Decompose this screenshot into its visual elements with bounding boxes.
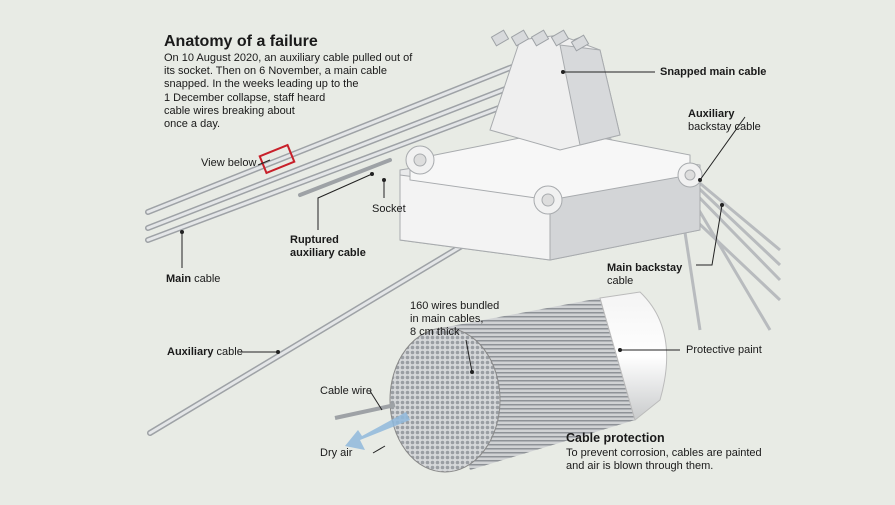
- label-rest: cable: [607, 275, 634, 287]
- intro-line: snapped. In the weeks leading up to the: [164, 78, 359, 91]
- intro-text: On 10 August 2020, an auxiliary cable pu…: [164, 52, 414, 131]
- intro-line: once a day.: [164, 118, 221, 131]
- page-title: Anatomy of a failure: [164, 33, 318, 50]
- leader-dots: [180, 70, 724, 374]
- label-line: Ruptured: [290, 234, 339, 246]
- view-below-box: [258, 143, 296, 175]
- label-bold: Main backstay: [607, 262, 683, 274]
- label-socket: Socket: [372, 203, 406, 215]
- label-protective-paint: Protective paint: [686, 344, 762, 356]
- label-line: auxiliary cable: [290, 247, 366, 259]
- dry-air-arrow: [345, 412, 410, 450]
- label-line: 160 wires bundled: [410, 300, 500, 312]
- label-line: 8 cm thick: [410, 326, 460, 338]
- label-rest: cable: [191, 273, 221, 285]
- protection-heading: Cable protection: [566, 431, 665, 445]
- intro-line: 1 December collapse, staff heard: [164, 91, 326, 104]
- label-bold: Auxiliary: [167, 346, 214, 358]
- label-auxiliary-cable: Auxiliary cable: [167, 346, 243, 359]
- label-snapped-main-cable: Snapped main cable: [660, 66, 767, 78]
- protection-text: To prevent corrosion, cables are painted…: [566, 447, 762, 473]
- cable-cross-section: [334, 291, 668, 473]
- cable-sockets: [490, 29, 590, 52]
- label-bold: Main: [166, 273, 192, 285]
- leader-lines: [181, 71, 746, 454]
- label-dry-air: Dry air: [320, 447, 353, 459]
- protection-line: and air is blown through them.: [566, 460, 714, 472]
- label-main-cable: Main cable: [166, 273, 220, 286]
- label-line: in main cables,: [410, 313, 484, 325]
- label-view-below: View below: [201, 157, 257, 169]
- label-bold: Auxiliary: [688, 108, 735, 120]
- intro-line: its socket. Then on 6 November, a main c…: [164, 65, 387, 78]
- label-rest: cable: [213, 346, 243, 358]
- saddle-block: [399, 34, 703, 261]
- label-rest: backstay cable: [688, 121, 761, 133]
- protection-line: To prevent corrosion, cables are painted: [566, 447, 762, 459]
- label-cable-wire: Cable wire: [320, 385, 372, 397]
- intro-line: cable wires breaking about: [164, 104, 295, 117]
- intro-line: On 10 August 2020, an auxiliary cable pu…: [164, 52, 413, 64]
